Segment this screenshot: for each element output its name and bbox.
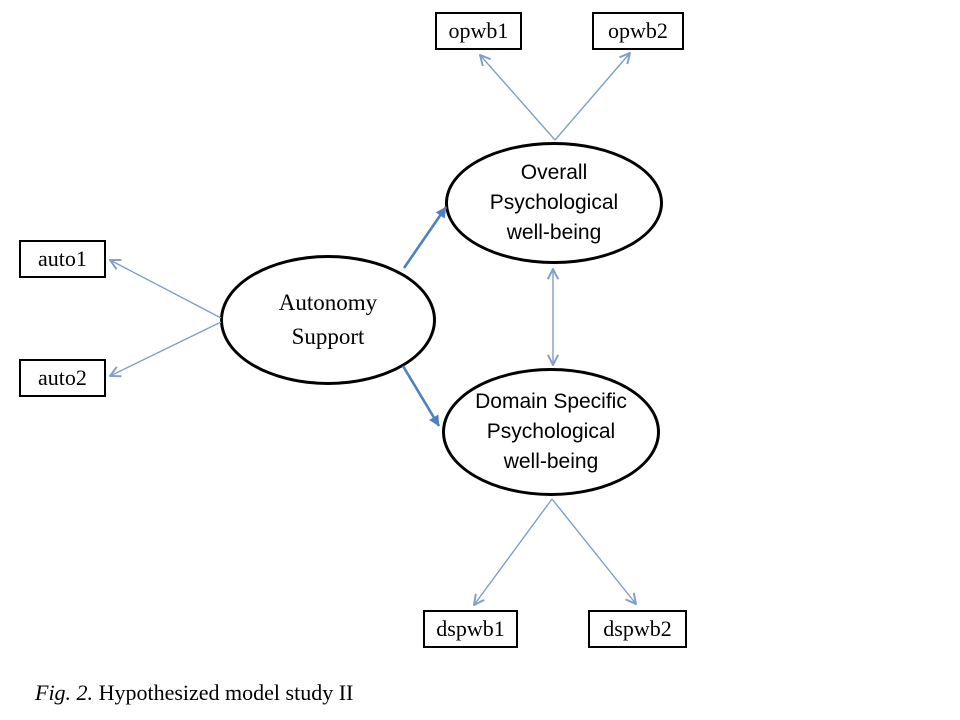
- arrow-domain-to-dspwb1: [474, 498, 553, 605]
- node-opwb1: opwb1: [435, 12, 522, 50]
- node-opwb1-label: opwb1: [448, 18, 509, 43]
- node-domain-specific-psychological-well-being: Domain Specific Psychological well-being: [442, 368, 660, 496]
- node-dspwb2-label: dspwb2: [603, 616, 672, 641]
- node-autonomy-support-label: Autonomy Support: [278, 290, 378, 349]
- arrow-autonomy-to-domain: [401, 365, 441, 427]
- arrow-overall-to-opwb2: [554, 53, 630, 141]
- node-autonomy-support: Autonomy Support: [220, 255, 436, 385]
- node-opwb2-label: opwb2: [608, 18, 668, 43]
- node-auto1-label: auto1: [38, 246, 87, 271]
- figure-caption-title: Hypothesized model study II: [98, 680, 354, 705]
- node-dspwb1: dspwb1: [423, 610, 518, 648]
- figure-caption-label: Fig. 2.: [35, 680, 94, 705]
- node-dspwb1-label: dspwb1: [436, 616, 505, 641]
- node-auto2: auto2: [19, 359, 106, 397]
- arrow-domain-to-dspwb2: [551, 498, 636, 604]
- arrow-autonomy-to-auto2: [110, 321, 222, 376]
- node-auto2-label: auto2: [38, 365, 87, 390]
- arrow-overall-to-opwb1: [480, 55, 556, 141]
- node-dspwb2: dspwb2: [588, 610, 687, 648]
- arrow-autonomy-to-overall: [402, 206, 448, 269]
- node-domain-label: Domain Specific Psychological well-being: [475, 390, 627, 473]
- node-auto1: auto1: [19, 240, 106, 278]
- node-overall-psychological-well-being: Overall Psychological well-being: [445, 142, 663, 264]
- figure-caption: Fig. 2. Hypothesized model study II: [35, 680, 353, 706]
- arrow-autonomy-to-auto1: [110, 260, 222, 319]
- node-opwb2: opwb2: [592, 12, 684, 50]
- node-overall-label: Overall Psychological well-being: [489, 161, 619, 244]
